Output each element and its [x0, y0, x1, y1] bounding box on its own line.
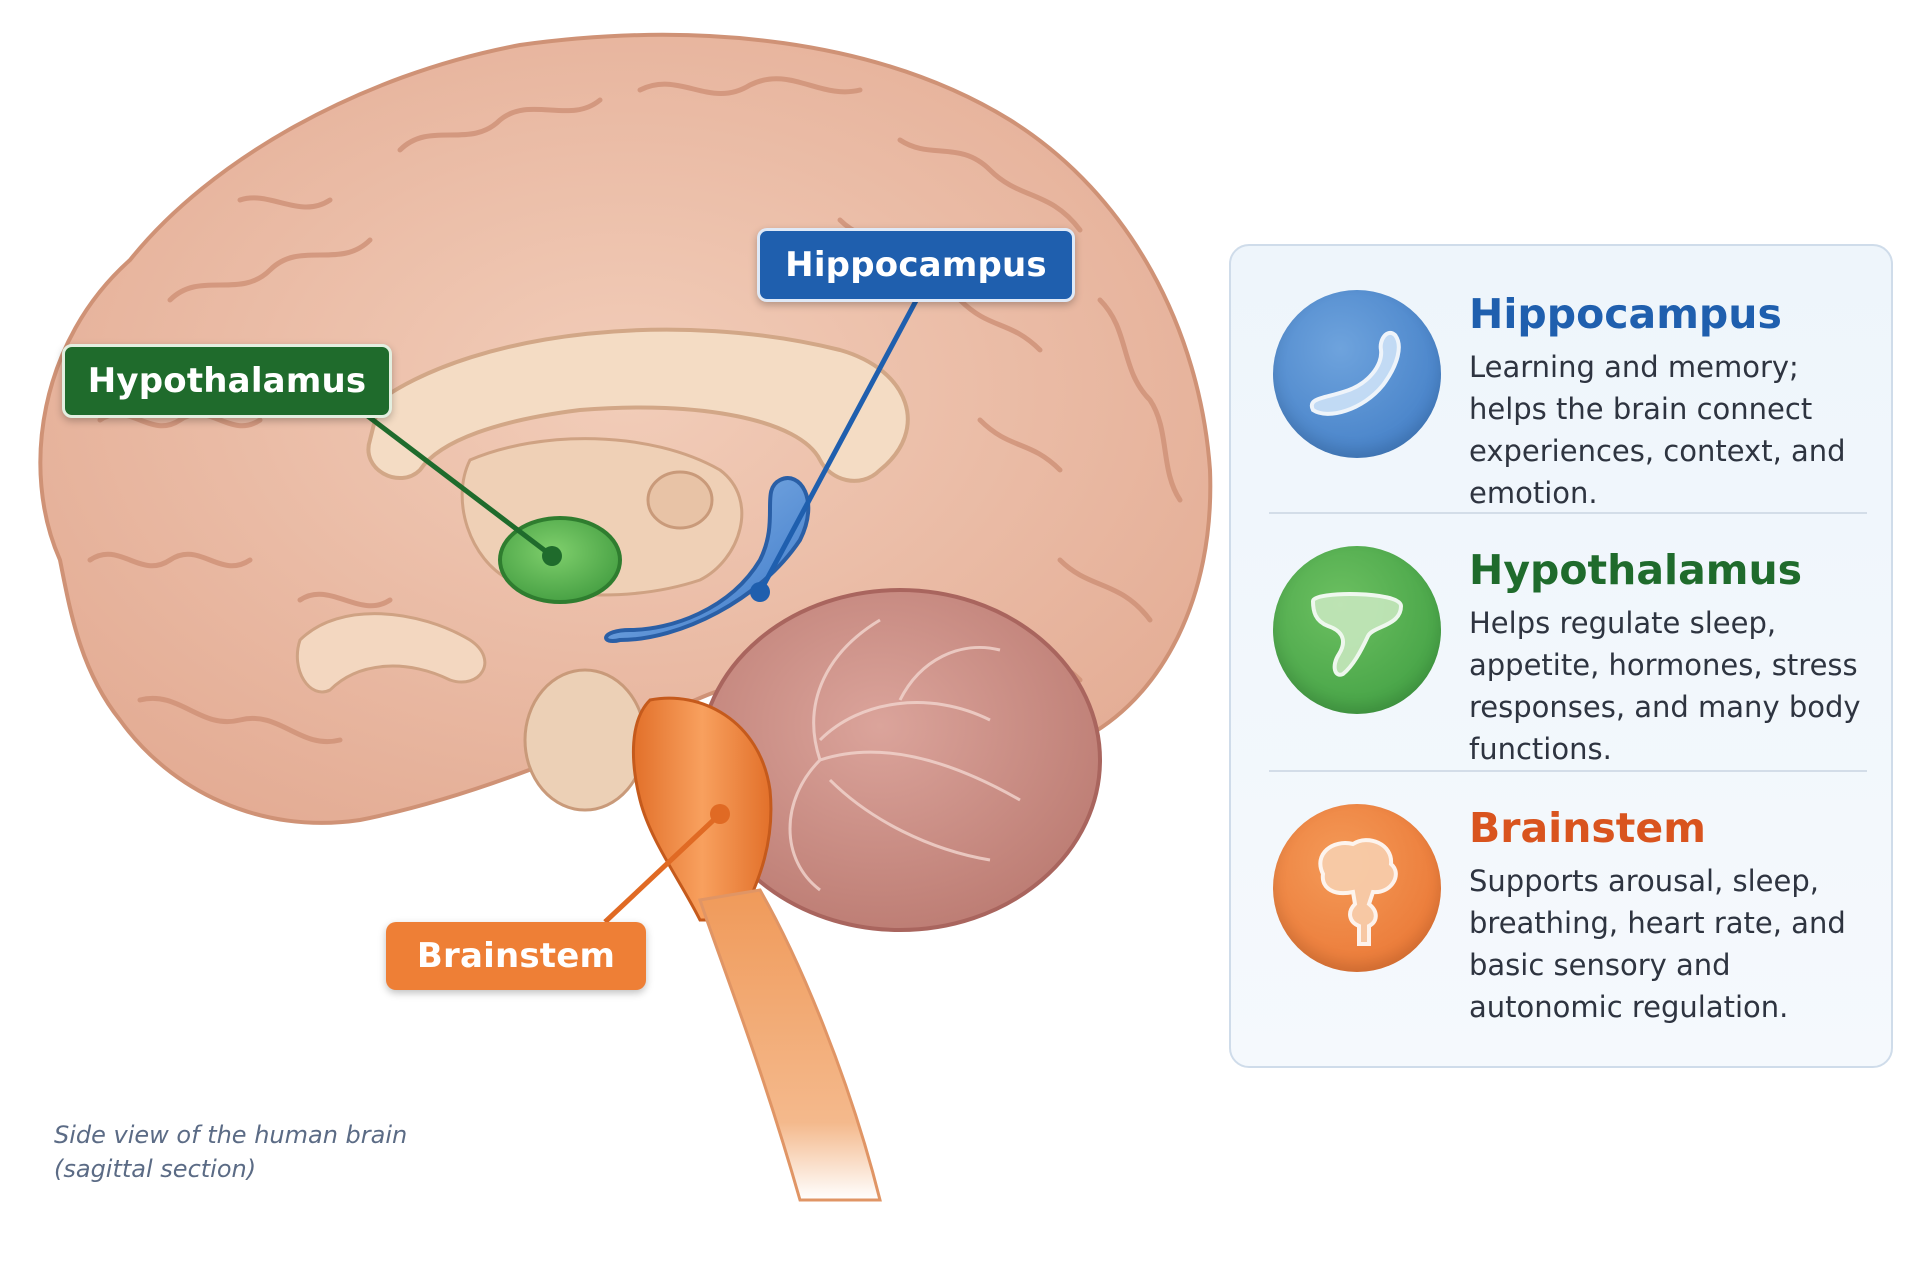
legend-item-brainstem: Brainstem Supports arousal, sleep, breat… [1251, 760, 1867, 1024]
legend-desc-hypothalamus: Helps regulate sleep, appetite, hormones… [1469, 606, 1861, 766]
legend-divider [1269, 770, 1867, 772]
legend-title-hypothalamus: Hypothalamus [1469, 546, 1803, 594]
legend-item-hypothalamus: Hypothalamus Helps regulate sleep, appet… [1251, 502, 1867, 766]
brainstem-leader [603, 812, 722, 924]
caption-line-2: (sagittal section) [54, 1155, 257, 1183]
cerebellum [698, 588, 1102, 932]
legend-title-hippocampus: Hippocampus [1469, 290, 1782, 338]
hypothalamus-icon [1273, 546, 1441, 714]
legend-desc-brainstem: Supports arousal, sleep, breathing, hear… [1469, 864, 1846, 1024]
legend-item-hippocampus: Hippocampus Learning and memory; helps t… [1251, 246, 1867, 510]
spinal-cord [698, 888, 882, 1202]
hypothalamus-marker [542, 546, 562, 566]
brainstem-marker [710, 804, 730, 824]
legend-panel: Hippocampus Learning and memory; helps t… [1229, 244, 1893, 1068]
legend-divider [1269, 512, 1867, 514]
brain-sagittal-diagram [38, 32, 1213, 1202]
brainstem-icon [1273, 804, 1441, 972]
hippocampus-leader [757, 295, 921, 594]
pons [523, 668, 647, 812]
legend-title-brainstem: Brainstem [1469, 804, 1706, 852]
caption-line-1: Side view of the human brain [54, 1121, 408, 1149]
legend-desc-hippocampus: Learning and memory; helps the brain con… [1469, 350, 1846, 510]
hypothalamus-callout: Hypothalamus [62, 344, 392, 418]
brainstem-callout: Brainstem [386, 922, 646, 990]
hippocampus-callout: Hippocampus [757, 228, 1075, 302]
hippocampus-marker [750, 582, 770, 602]
hippocampus-icon [1273, 290, 1441, 458]
hypothalamus-leader [363, 412, 554, 558]
diagram-caption: Side view of the human brain (sagittal s… [54, 1118, 474, 1186]
